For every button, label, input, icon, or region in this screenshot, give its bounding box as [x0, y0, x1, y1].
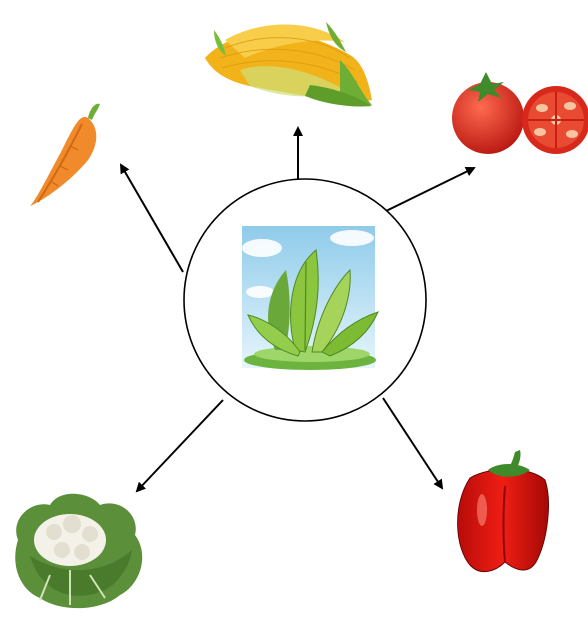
arrow-to-tomato — [384, 168, 474, 212]
tomato-icon — [452, 72, 588, 154]
corn-icon — [205, 22, 372, 107]
cauliflower-icon — [15, 494, 142, 608]
carrot-icon — [30, 104, 100, 206]
plant-sprout-icon — [242, 226, 378, 370]
arrow-to-cauliflower — [137, 400, 223, 491]
arrow-to-carrot — [121, 165, 183, 272]
arrow-to-bell-pepper — [383, 398, 442, 488]
bell-pepper-icon — [458, 450, 549, 572]
